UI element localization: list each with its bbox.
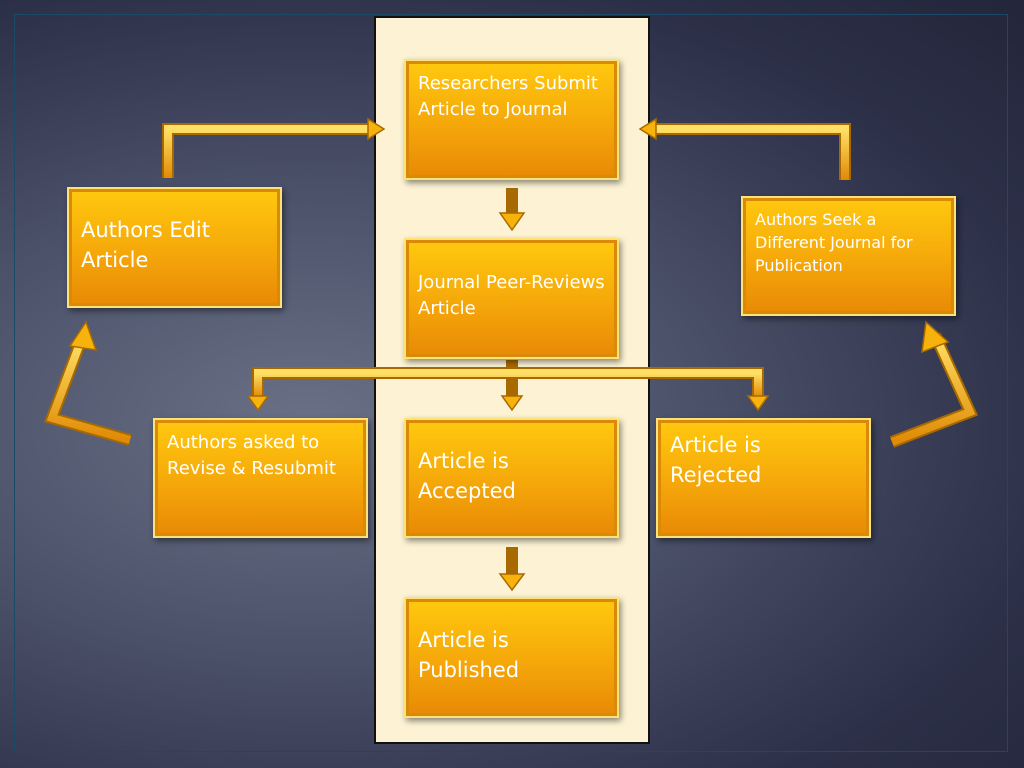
slide-frame [14, 14, 1008, 752]
node-submit: Researchers Submit Article to Journal [404, 59, 619, 180]
node-revise-label: Authors asked to Revise & Resubmit [167, 432, 336, 480]
node-edit: Authors Edit Article [67, 187, 282, 308]
node-review: Journal Peer-Reviews Article [404, 238, 619, 359]
node-published-label: Article is Published [418, 628, 520, 683]
node-edit-label: Authors Edit Article [81, 218, 210, 273]
node-seek: Authors Seek a Different Journal for Pub… [741, 196, 956, 316]
node-rejected-label: Article is Rejected [670, 433, 762, 488]
node-accepted-label: Article is Accepted [418, 449, 516, 504]
node-accepted: Article is Accepted [404, 418, 619, 538]
node-seek-label: Authors Seek a Different Journal for Pub… [755, 210, 913, 276]
node-review-label: Journal Peer-Reviews Article [418, 272, 605, 320]
node-rejected: Article is Rejected [656, 418, 871, 538]
node-published: Article is Published [404, 597, 619, 718]
node-submit-label: Researchers Submit Article to Journal [418, 73, 598, 121]
node-revise: Authors asked to Revise & Resubmit [153, 418, 368, 538]
